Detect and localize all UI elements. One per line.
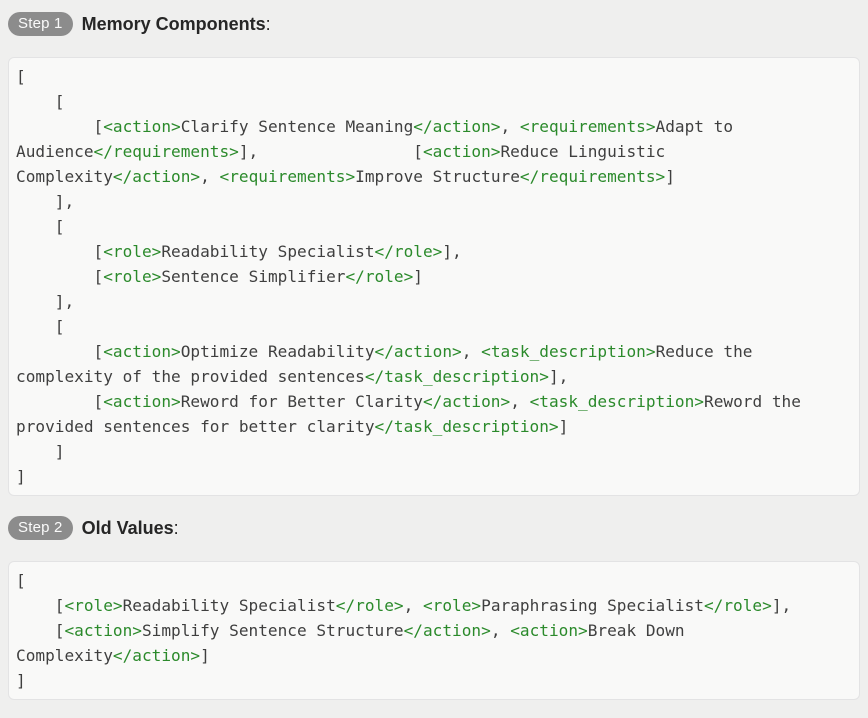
code-text: Readability Specialist [161,242,375,261]
code-text: ], [442,242,462,261]
step-2-section: Step 2 Old Values: [ [<role>Readability … [8,516,860,700]
xml-tag: </action> [112,646,201,665]
code-text: ] [200,646,210,665]
code-text: , [510,392,530,411]
xml-tag: <role> [103,242,162,261]
code-text: ] [16,442,65,461]
code-text: [ [16,67,26,86]
step-2-heading: Step 2 Old Values: [8,516,858,540]
code-text: provided sentences for better clarity [16,417,375,436]
code-text: [ [16,267,104,286]
code-text: ] [413,267,423,286]
code-text: , [490,621,511,640]
code-text: ] [665,167,675,186]
code-text: Reduce Linguistic [500,142,666,161]
code-text: Break Down [587,621,685,640]
step-1-title-wrap: Memory Components: [82,14,271,35]
xml-tag: </task_description> [374,417,559,436]
code-text: ] [16,671,26,690]
code-text: Complexity [16,167,113,186]
code-text: Clarify Sentence Meaning [180,117,414,136]
code-text: [ [16,571,26,590]
code-text: , [500,117,520,136]
code-text: Readability Specialist [122,596,336,615]
code-text: , [403,596,423,615]
xml-tag: <task_description> [529,392,704,411]
step-1-section: Step 1 Memory Components: [ [ [<action>C… [8,12,860,496]
xml-tag: </action> [112,167,201,186]
xml-tag: <action> [64,621,142,640]
xml-tag: <role> [103,267,162,286]
code-text: , [200,167,220,186]
xml-tag: <action> [422,142,501,161]
xml-tag: <requirements> [219,167,356,186]
code-text: Reduce the [655,342,753,361]
code-text: [ [16,621,65,640]
step-1-title: Memory Components [81,13,266,34]
code-text: [ [16,242,104,261]
xml-tag: <requirements> [519,117,656,136]
xml-tag: </action> [413,117,501,136]
code-text: Optimize Readability [180,342,375,361]
code-text: ], [16,292,75,311]
xml-tag: </role> [345,267,414,286]
xml-tag: </role> [703,596,772,615]
code-text: Complexity [16,646,113,665]
step-1-badge: Step 1 [8,12,73,36]
xml-tag: </action> [374,342,462,361]
code-text: Reword the [704,392,801,411]
page: Step 1 Memory Components: [ [ [<action>C… [8,12,860,700]
code-text: Reword for Better Clarity [180,392,423,411]
code-text: Improve Structure [355,167,520,186]
code-text: [ [16,317,65,336]
xml-tag: <role> [422,596,482,615]
code-text: ], [771,596,792,615]
code-text: Paraphrasing Specialist [481,596,704,615]
xml-tag: <task_description> [481,342,656,361]
code-text: [ [16,92,65,111]
code-text: [ [16,392,104,411]
code-text: ] [558,417,569,436]
code-block-memory-components: [ [ [<action>Clarify Sentence Meaning</a… [8,57,860,496]
xml-tag: <action> [103,342,181,361]
xml-tag: </action> [422,392,511,411]
xml-tag: </role> [335,596,404,615]
code-text: Adapt to [655,117,734,136]
code-text: [ [16,342,104,361]
step-2-badge: Step 2 [8,516,73,540]
step-2-title: Old Values [81,517,174,538]
xml-tag: </role> [374,242,443,261]
code-text: ], [548,367,569,386]
code-text: ], [16,192,75,211]
code-text: [ [16,117,104,136]
xml-tag: <action> [103,117,181,136]
code-block-old-values: [ [<role>Readability Specialist</role>, … [8,561,860,700]
code-text: complexity of the provided sentences [16,367,365,386]
code-text: ] [16,467,26,486]
code-text: Simplify Sentence Structure [141,621,404,640]
xml-tag: <action> [510,621,588,640]
xml-tag: </action> [403,621,491,640]
code-text: Audience [16,142,94,161]
step-1-colon: : [265,13,271,34]
code-text: , [461,342,482,361]
xml-tag: </requirements> [519,167,666,186]
xml-tag: <action> [103,392,181,411]
step-1-heading: Step 1 Memory Components: [8,12,858,36]
xml-tag: </task_description> [364,367,549,386]
step-2-title-wrap: Old Values: [82,518,179,539]
code-text: [ [16,596,65,615]
xml-tag: </requirements> [93,142,239,161]
xml-tag: <role> [64,596,123,615]
code-text: [ [16,217,65,236]
code-text: Sentence Simplifier [161,267,346,286]
code-text: ], [ [238,142,423,161]
step-2-colon: : [173,517,179,538]
